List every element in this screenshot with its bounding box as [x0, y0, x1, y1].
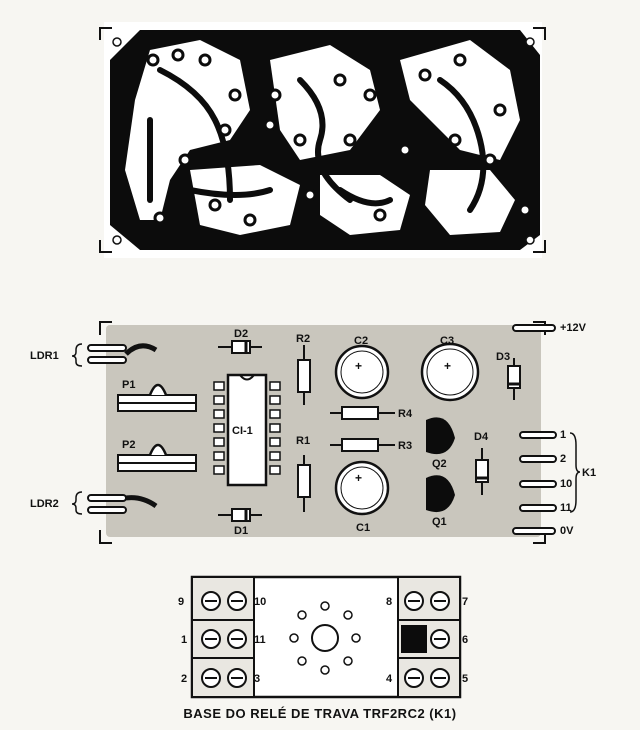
label-r4: R4 — [398, 408, 413, 420]
resistor-r4 — [330, 406, 395, 420]
terminal-2: 2 — [181, 673, 187, 685]
terminal-10: 10 — [254, 596, 266, 608]
terminal-1: 1 — [181, 634, 187, 646]
terminal-4: 4 — [386, 673, 393, 685]
ldr2-leads — [87, 494, 158, 514]
terminal-6: 6 — [462, 634, 468, 646]
ic-ci1 — [213, 373, 281, 487]
label-r2: R2 — [296, 333, 310, 345]
terminal-3: 3 — [254, 673, 260, 685]
label-ldr1: LDR1 — [30, 350, 59, 362]
capacitor-c3: + — [420, 342, 480, 402]
diode-d2 — [218, 340, 262, 354]
resistor-r2 — [297, 345, 311, 405]
label-plus12v: +12V — [560, 322, 587, 334]
capacitor-c1: + — [334, 460, 390, 516]
relay-base-caption: BASE DO RELÉ DE TRAVA TRF2RC2 (K1) — [183, 706, 457, 721]
trimpot-p2 — [117, 443, 197, 472]
diode-d1 — [218, 508, 262, 522]
terminal-7: 7 — [462, 596, 468, 608]
trimpot-p1 — [117, 383, 197, 412]
label-k1: K1 — [582, 467, 596, 479]
svg-text:+: + — [355, 359, 362, 373]
label-p1: P1 — [122, 379, 135, 391]
k1-leads — [512, 324, 557, 535]
relay-base: 9 10 8 7 1 11 6 2 3 4 5 — [178, 575, 468, 699]
terminal-8: 8 — [386, 596, 392, 608]
pcb-copper-layout — [99, 22, 546, 258]
label-ci1: CI-1 — [232, 425, 253, 437]
ldr1-leads — [87, 343, 158, 364]
label-c3: C3 — [440, 335, 454, 347]
terminal-11: 11 — [254, 634, 266, 646]
label-d2: D2 — [234, 328, 248, 340]
diode-d4 — [475, 448, 489, 495]
transistor-q2 — [426, 417, 455, 455]
diode-d3 — [507, 358, 521, 400]
pcb-component-layout: + + + LDR1 LDR2 P1 P2 — [30, 321, 596, 544]
label-c2: C2 — [354, 335, 368, 347]
svg-text:+: + — [355, 471, 362, 485]
label-pin-10: 10 — [560, 478, 572, 490]
label-c1: C1 — [356, 522, 370, 534]
label-d1: D1 — [234, 525, 248, 537]
label-r3: R3 — [398, 440, 412, 452]
transistor-q1 — [426, 475, 455, 513]
resistor-r3 — [330, 438, 395, 452]
terminal-5: 5 — [462, 673, 468, 685]
label-q1: Q1 — [432, 516, 447, 528]
label-pin-11: 11 — [560, 502, 572, 514]
capacitor-c2: + — [334, 344, 390, 400]
label-pin-1: 1 — [560, 429, 566, 441]
label-pin-2: 2 — [560, 453, 566, 465]
label-d3: D3 — [496, 351, 510, 363]
terminal-9: 9 — [178, 596, 184, 608]
label-p2: P2 — [122, 439, 135, 451]
label-0v: 0V — [560, 525, 574, 537]
resistor-r1 — [297, 455, 311, 512]
label-q2: Q2 — [432, 458, 447, 470]
label-d4: D4 — [474, 431, 489, 443]
svg-text:+: + — [444, 359, 451, 373]
label-ldr2: LDR2 — [30, 498, 59, 510]
label-r1: R1 — [296, 435, 310, 447]
